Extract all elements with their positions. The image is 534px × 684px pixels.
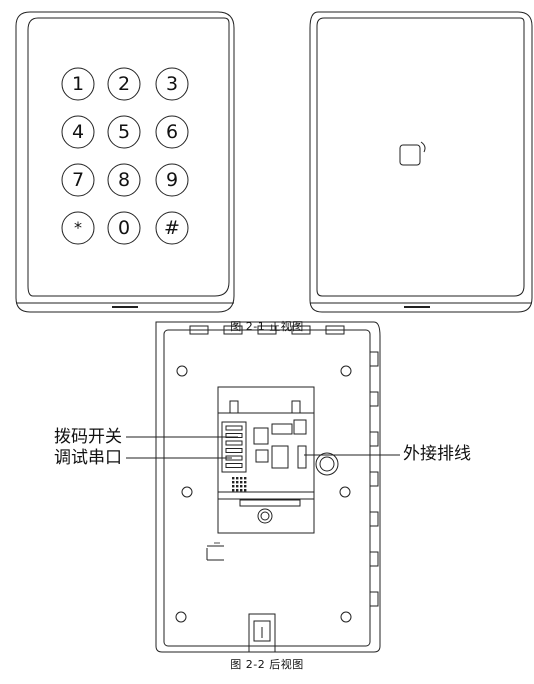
- keypad-grid: [61, 67, 189, 245]
- keypad-key-10: [61, 211, 95, 245]
- callout-external-cable: 外接排线: [403, 444, 471, 464]
- screw-hole-top-left: [176, 365, 188, 377]
- screw-hole-bottom-left: [175, 611, 187, 623]
- keypad-key-1: [61, 67, 95, 101]
- keypad-key-7: [61, 163, 95, 197]
- keypad-key-11: [107, 211, 141, 245]
- keypad-key-9: [155, 163, 189, 197]
- external-cable-connector: [297, 445, 307, 469]
- keypad-key-4: [61, 115, 95, 149]
- side-clips: [369, 351, 379, 607]
- bottom-latch: [248, 613, 276, 653]
- keypad-key-label: 5: [117, 121, 131, 143]
- rear-inner-plate: [163, 329, 371, 647]
- card-reader-unit-outline: [309, 11, 533, 313]
- keypad-key-label: 0: [117, 217, 131, 239]
- screw-hole-mid-right: [339, 486, 351, 498]
- keypad-key-label: #: [164, 217, 180, 239]
- keypad-key-3: [155, 67, 189, 101]
- keypad-unit-outline: [15, 11, 235, 313]
- card-reader-unit-face: [316, 17, 525, 297]
- keypad-unit-front: [15, 11, 235, 313]
- nfc-wave-icon: [420, 141, 426, 153]
- tamper-button: [315, 452, 339, 476]
- card-reader-unit-front: [309, 11, 533, 313]
- keypad-key-label: 1: [71, 73, 85, 95]
- card-reader-symbol-icon: [399, 144, 421, 166]
- keypad-key-label: 9: [165, 169, 179, 191]
- keypad-key-6: [155, 115, 189, 149]
- rear-housing-outline: [155, 321, 381, 653]
- keypad-key-label: 8: [117, 169, 131, 191]
- keypad-key-label: 2: [117, 73, 131, 95]
- screw-hole-bottom-right: [340, 611, 352, 623]
- caption-rear-view: 图 2-2 后视图: [230, 658, 304, 671]
- dip-switch-block: [221, 421, 247, 473]
- callout-dip-switch: 拨码开关: [54, 427, 122, 447]
- callout-debug-port: 调试串口: [54, 448, 122, 468]
- pcb-board: [217, 386, 315, 500]
- keypad-key-label: *: [74, 218, 82, 237]
- screw-hole-top-right: [340, 365, 352, 377]
- keypad-unit-face: [27, 17, 230, 297]
- rear-view: [126, 321, 400, 653]
- caption-front-view: 图 2-1 正视图: [230, 320, 304, 333]
- keypad-key-5: [107, 115, 141, 149]
- top-clips: [189, 325, 345, 335]
- keypad-key-8: [107, 163, 141, 197]
- keypad-key-label: 4: [71, 121, 85, 143]
- keypad-key-label: 7: [71, 169, 85, 191]
- keypad-key-label: 3: [165, 73, 179, 95]
- keypad-key-2: [107, 67, 141, 101]
- lower-bracket: [217, 499, 315, 534]
- keypad-key-12: [155, 211, 189, 245]
- debug-serial-header: [232, 477, 247, 492]
- screw-hole-mid-left: [181, 486, 193, 498]
- keypad-key-label: 6: [165, 121, 179, 143]
